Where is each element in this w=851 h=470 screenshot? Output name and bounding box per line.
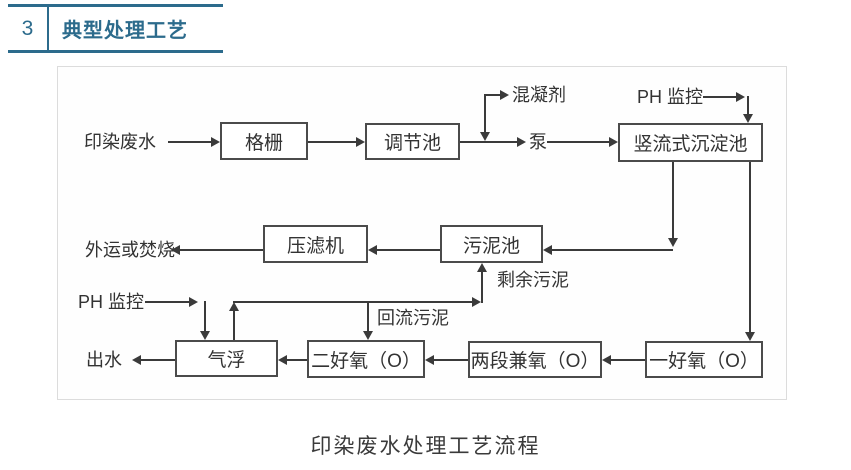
arrowhead [543,245,552,255]
flow-line [233,301,472,303]
label-coagulant: 混凝剂 [512,85,566,105]
node-first-aerobic: 一好氧（O） [645,341,763,378]
arrowhead [356,137,365,147]
arrowhead [517,137,526,147]
label-ph-monitor-top: PH 监控 [637,87,704,107]
arrowhead [132,355,141,365]
node-sludge-tank: 污泥池 [440,225,543,263]
flow-line [367,302,369,331]
flow-line [287,359,307,361]
arrowhead [736,92,745,102]
flow-line [484,94,486,132]
flow-line [204,301,206,331]
flow-line [703,96,736,98]
flow-line [749,162,751,332]
arrowhead [278,355,287,365]
section-header: 3 典型处理工艺 [8,4,223,53]
node-screen: 格栅 [220,122,308,160]
label-effluent: 出水 [86,350,122,370]
arrowhead [229,302,239,311]
flow-line [141,359,175,361]
node-vertical-settler: 竖流式沉淀池 [618,123,763,162]
arrowhead [189,297,198,307]
arrowhead [745,332,755,341]
arrowhead [368,245,377,255]
arrowhead [211,137,220,147]
flow-line [611,359,645,361]
arrowhead [363,331,373,340]
flow-line [747,96,749,114]
label-excess-sludge: 剩余污泥 [497,270,569,290]
arrowhead [743,114,753,123]
label-ph-monitor-bottom: PH 监控 [78,292,145,312]
node-air-flotation: 气浮 [175,340,278,377]
flow-line [377,249,440,251]
flow-line [481,272,483,303]
flow-line [434,359,468,361]
section-number: 3 [8,7,49,50]
label-disposal: 外运或焚烧 [85,240,175,260]
arrowhead [200,331,210,340]
flow-line [233,311,235,340]
flow-line [547,141,609,143]
flow-line [484,94,500,96]
flow-line [551,249,673,251]
flow-line [308,141,356,143]
flow-line [672,162,674,238]
label-pump: 泵 [529,132,547,152]
arrowhead [477,263,487,272]
flow-line [180,249,263,251]
node-filter-press: 压滤机 [263,225,368,263]
flow-line [460,141,517,143]
arrowhead [171,245,180,255]
section-title: 典型处理工艺 [62,20,188,42]
label-influent: 印染废水 [84,132,156,152]
flow-line [168,141,211,143]
label-return-sludge: 回流污泥 [377,308,449,328]
arrowhead [609,137,618,147]
arrowhead [602,355,611,365]
arrowhead [472,297,481,307]
arrowhead [480,132,490,141]
arrowhead [500,90,509,100]
node-second-aerobic: 二好氧（O） [307,340,425,378]
flow-line [145,301,189,303]
node-regulating-tank: 调节池 [365,123,460,160]
arrowhead [425,355,434,365]
figure-caption: 印染废水处理工艺流程 [310,435,541,458]
node-two-stage-facultative: 两段兼氧（O） [468,341,602,378]
arrowhead [668,238,678,247]
